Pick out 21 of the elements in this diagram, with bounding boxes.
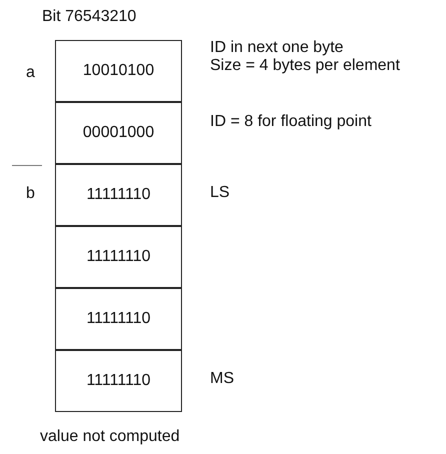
row-label: b [26,185,35,203]
byte-value: 11111110 [86,310,151,328]
byte-cell [55,288,182,350]
byte-cell [55,164,182,226]
note: value not computed [40,428,180,446]
row-label: a [26,64,35,82]
field-note: ID = 8 for floating point [210,113,372,131]
byte-value: 11111110 [86,248,151,266]
field-note: ID in next one byte [210,39,344,57]
byte-cell [55,226,182,288]
field-note: Size = 4 bytes per element [210,57,400,75]
byte-value: 11111110 [86,186,151,204]
byte-cell [55,102,182,164]
bit-header: Bit 76543210 [42,8,136,26]
byte-cell [55,350,182,412]
byte-cell [55,40,182,102]
byte-value: 00001000 [82,124,154,142]
field-note: MS [210,370,234,388]
byte-value: 10010100 [82,62,154,80]
byte-value: 11111110 [86,372,151,390]
field-note: LS [210,184,230,202]
